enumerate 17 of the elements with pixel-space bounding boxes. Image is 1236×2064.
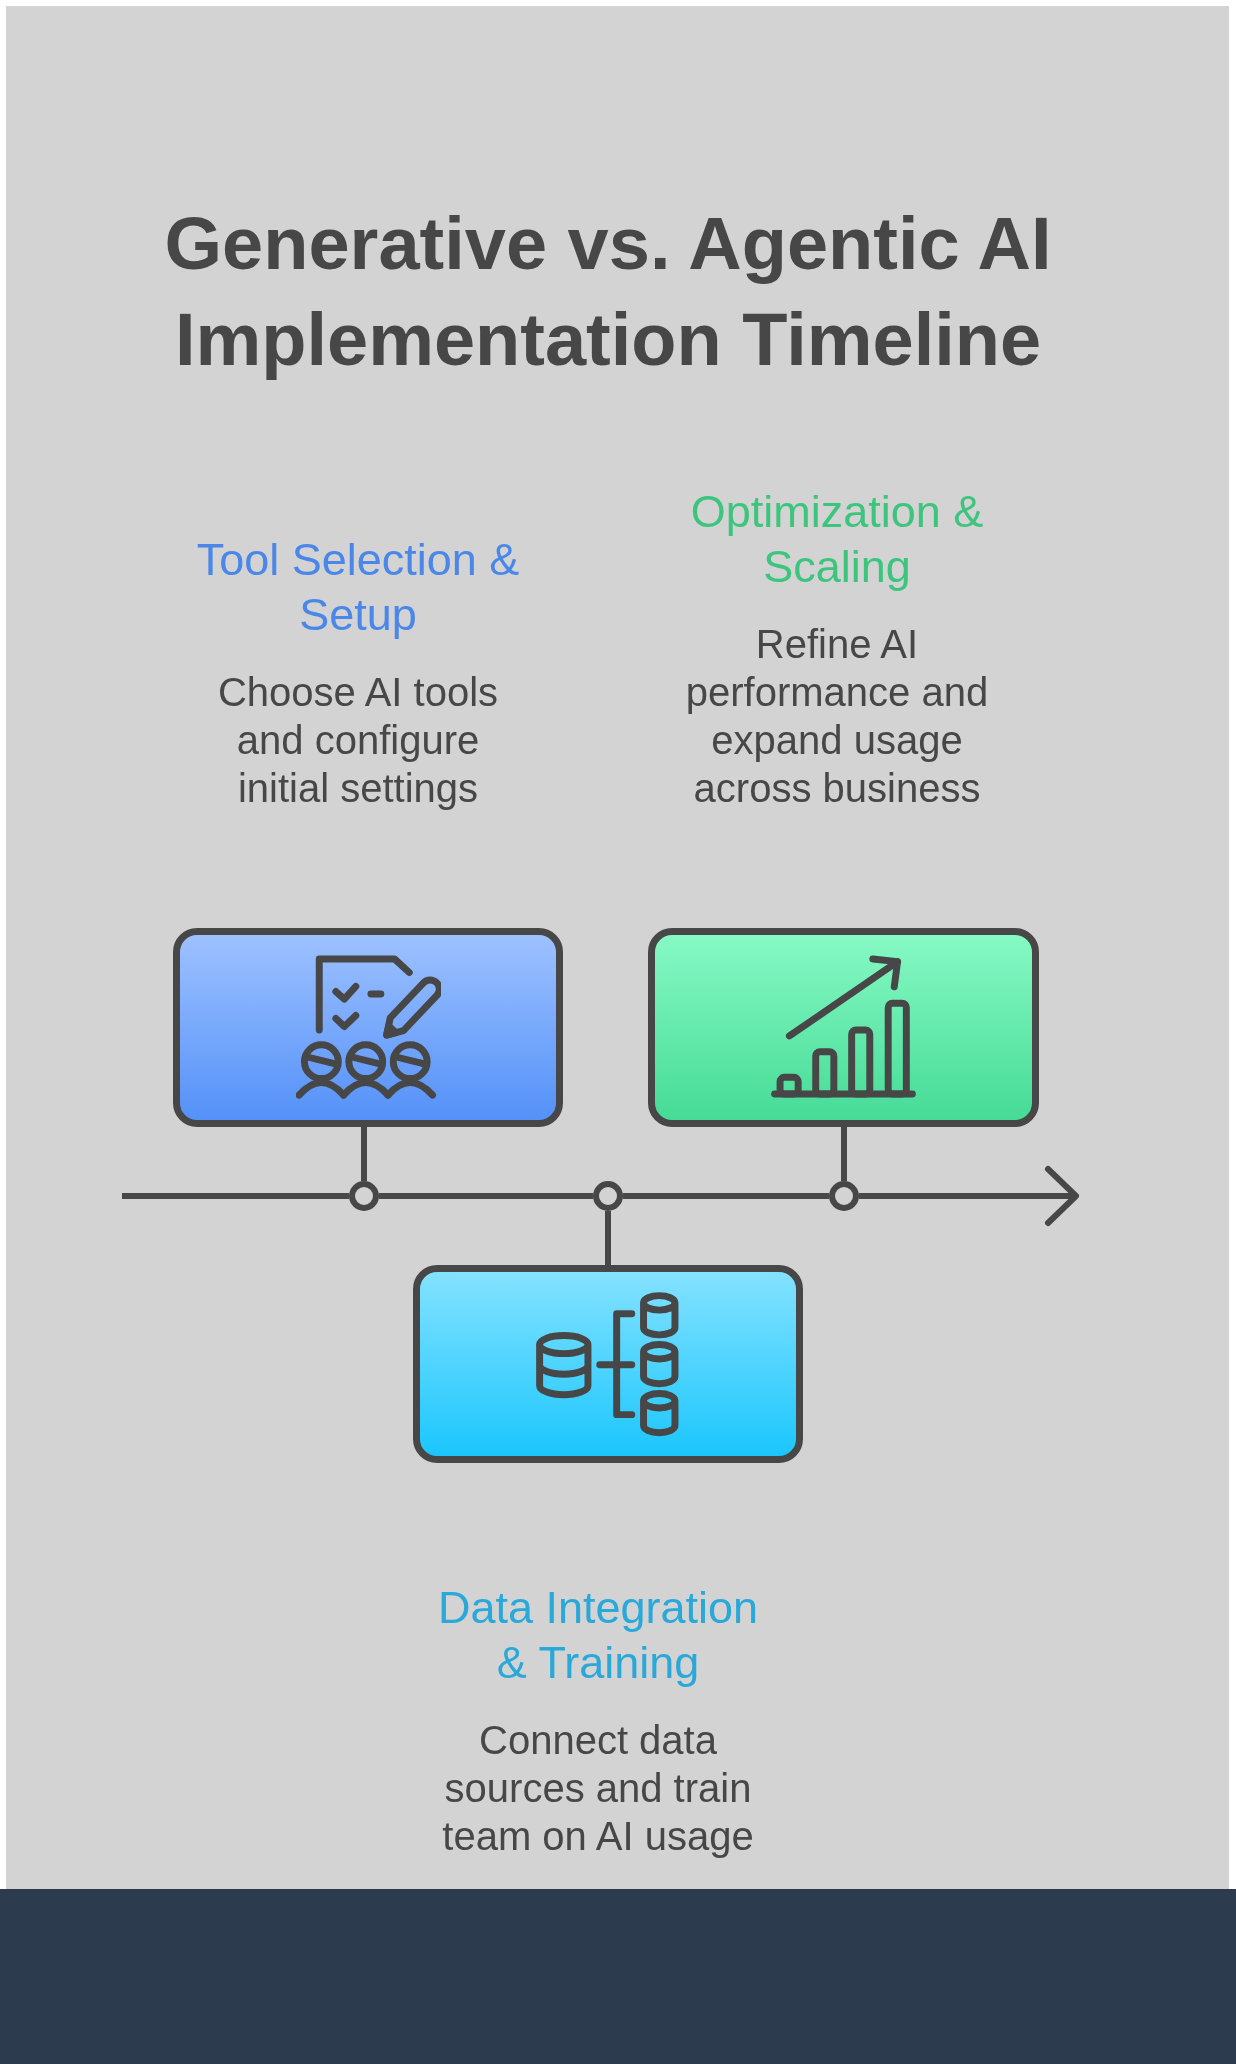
page-title: Generative vs. Agentic AI Implementation Timeline — [164, 202, 1052, 381]
milestone-description: Connect data sources and train team on AI usage — [442, 1718, 754, 1858]
milestone-description: Choose AI tools and configure initial settings — [217, 670, 499, 810]
timeline-arrow — [859, 1166, 1079, 1226]
connector-line — [361, 1127, 367, 1181]
milestone-box — [648, 928, 1039, 1127]
timeline-line — [379, 1193, 593, 1199]
milestone-box — [413, 1265, 803, 1463]
milestone-title: Optimization & Scaling — [690, 486, 984, 592]
milestone-title: Tool Selection & Setup — [196, 534, 520, 640]
timeline-line — [122, 1193, 349, 1199]
milestone-title: Data Integration & Training — [437, 1582, 759, 1688]
timeline-line — [623, 1193, 829, 1199]
milestone-description: Refine AI performance and expand usage across business — [685, 622, 989, 810]
connector-line — [605, 1211, 611, 1265]
milestone-box — [173, 928, 563, 1127]
connector-line — [841, 1127, 847, 1181]
